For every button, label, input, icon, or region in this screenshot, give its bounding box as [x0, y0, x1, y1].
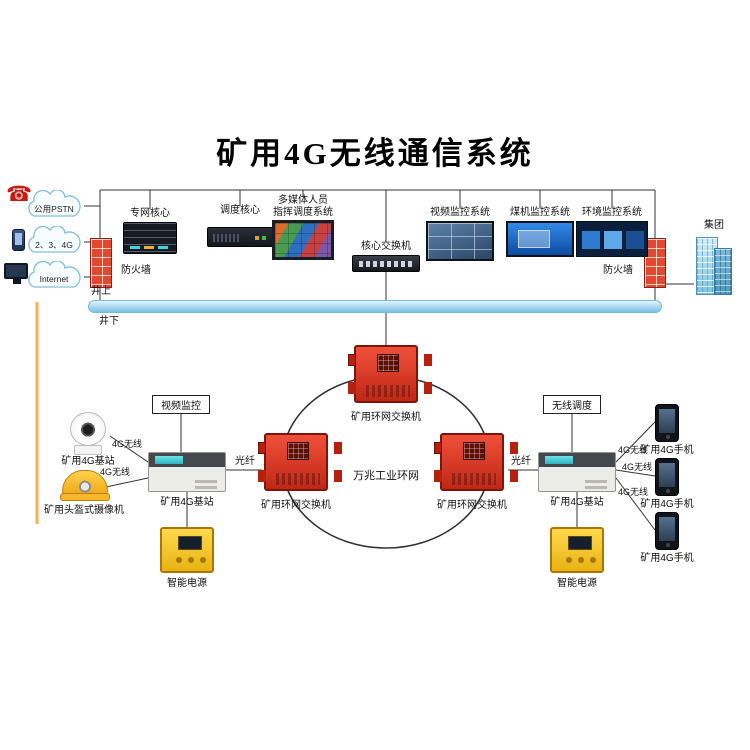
- desk-phone-icon: ☎: [6, 183, 33, 206]
- firewall-left-label: 防火墙: [121, 265, 151, 276]
- firewall-right-icon: [644, 238, 666, 288]
- private-core-server-icon: [123, 222, 177, 254]
- ptz-camera-label: 矿用4G基站: [61, 456, 115, 467]
- wireless-dispatch-section-box: 无线调度: [543, 395, 601, 414]
- ring-switch-right-label: 矿用环网交换机: [437, 500, 507, 511]
- core-switch-icon: [352, 255, 420, 272]
- video-wall-icon: [426, 221, 494, 261]
- cellular-cloud: 2、3、4G: [24, 226, 84, 258]
- ring-switch-top-label: 矿用环网交换机: [351, 412, 421, 423]
- group-label: 集团: [704, 220, 724, 231]
- smart-power-right-icon: [550, 527, 604, 573]
- smart-power-left-icon: [160, 527, 214, 573]
- group-building-icon: [694, 237, 734, 295]
- multimedia-dispatch-label-line1: 多媒体人员: [278, 195, 328, 206]
- base-station-right-icon: [538, 452, 616, 492]
- pstn-cloud: 公用PSTN: [24, 190, 84, 222]
- private-core-label: 专网核心: [130, 208, 170, 219]
- video-monitoring-section-box: 视频监控: [152, 395, 210, 414]
- pstn-cloud-label: 公用PSTN: [34, 204, 74, 214]
- wireless-left-2-label: 4G无线: [99, 467, 130, 477]
- internet-monitor-icon: [4, 263, 28, 284]
- ring-switch-left-label: 矿用环网交换机: [261, 500, 331, 511]
- smart-power-left-label: 智能电源: [167, 578, 207, 589]
- video-system-label: 视频监控系统: [430, 207, 490, 218]
- dispatch-core-server-icon: [207, 227, 273, 247]
- 4g-handset-2-icon: [655, 458, 679, 496]
- firewall-right-label: 防火墙: [603, 265, 633, 276]
- firewall-left-icon: [90, 238, 112, 288]
- ring-switch-right-icon: [434, 433, 504, 491]
- mobile-phone-icon: [12, 229, 25, 251]
- multimedia-monitor-icon: [272, 220, 334, 260]
- base-station-left-label: 矿用4G基站: [160, 497, 214, 508]
- above-ground-label: 井上: [91, 286, 111, 297]
- smart-power-right-label: 智能电源: [557, 578, 597, 589]
- coal-monitor-icon: [506, 221, 574, 257]
- fiber-right-label: 光纤: [511, 456, 531, 467]
- env-monitor-icon: [576, 221, 648, 257]
- 4g-handset-1-label: 矿用4G手机: [640, 445, 694, 456]
- internet-cloud-label: Internet: [39, 274, 69, 284]
- cloud-shape: [28, 261, 81, 288]
- cellular-cloud-label: 2、3、4G: [35, 240, 73, 250]
- multimedia-dispatch-label: 多媒体人员 指挥调度系统: [272, 195, 334, 219]
- wireless-left-1-label: 4G无线: [111, 439, 142, 449]
- helmet-camera-label: 矿用头盔式摄像机: [44, 505, 124, 516]
- 4g-handset-1-icon: [655, 404, 679, 442]
- ground-divider-bar: [88, 300, 662, 313]
- core-switch-label: 核心交换机: [361, 241, 411, 252]
- internet-cloud: Internet: [24, 261, 84, 293]
- 4g-handset-3-icon: [655, 512, 679, 550]
- coal-system-label: 煤机监控系统: [510, 207, 570, 218]
- wireless-right-2-label: 4G无线: [621, 462, 652, 472]
- dispatch-core-label: 调度核心: [220, 205, 260, 216]
- base-station-left-icon: [148, 452, 226, 492]
- base-station-right-label: 矿用4G基站: [550, 497, 604, 508]
- cloud-shape: [28, 190, 81, 217]
- 4g-handset-3-label: 矿用4G手机: [640, 553, 694, 564]
- helmet-camera-icon: [60, 468, 110, 502]
- wireless-right-1-label: 4G无线: [617, 445, 648, 455]
- underground-link-lines: [105, 414, 656, 531]
- env-system-label: 环境监控系统: [582, 207, 642, 218]
- ring-label: 万兆工业环网: [353, 470, 419, 482]
- ring-switch-top-icon: [348, 345, 418, 403]
- 4g-handset-2-label: 矿用4G手机: [640, 499, 694, 510]
- multimedia-dispatch-label-line2: 指挥调度系统: [273, 207, 333, 218]
- ring-switch-left-icon: [258, 433, 328, 491]
- below-ground-label: 井下: [99, 316, 119, 327]
- diagram-title: 矿用4G无线通信系统: [216, 136, 534, 171]
- fiber-left-label: 光纤: [235, 456, 255, 467]
- ptz-camera-icon: [66, 412, 110, 455]
- cloud-shape: [28, 226, 81, 253]
- wireless-right-3-label: 4G无线: [617, 487, 648, 497]
